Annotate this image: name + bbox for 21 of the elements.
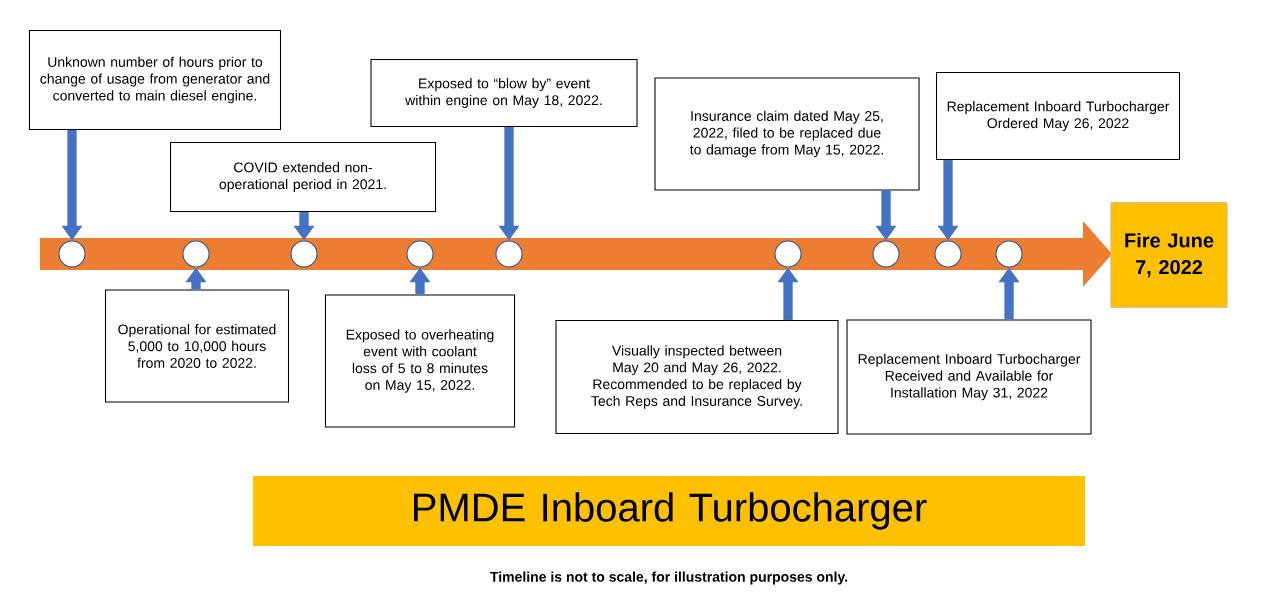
- milestone-circle: [872, 240, 900, 268]
- milestone-circle: [406, 240, 434, 268]
- event-box: Insurance claim dated May 25, 2022, filed to be replaced due to damage from May 15, 2022.: [654, 77, 920, 191]
- milestone-circle: [774, 240, 802, 268]
- milestone-circle: [290, 240, 318, 268]
- milestone-circle: [58, 240, 86, 268]
- milestone-circle: [495, 240, 523, 268]
- event-box: Exposed to overheating event with coolant loss of 5 to 8 minutes on May 15, 2022.: [324, 294, 516, 428]
- title-banner: PMDE Inboard Turbocharger: [253, 476, 1085, 546]
- event-box: Exposed to “blow by” event within engine on May 18, 2022.: [370, 58, 638, 128]
- end-event-box: Fire June 7, 2022: [1110, 202, 1228, 308]
- milestone-circle: [182, 240, 210, 268]
- event-box: Visually inspected between May 20 and May 26, 2022. Recommended to be replaced by Tech Reps and Insurance Survey.: [555, 319, 839, 435]
- event-box: COVID extended non-operational period in 2021.: [169, 141, 437, 213]
- event-box: Replacement Inboard Turbocharger Ordered May 26, 2022: [936, 71, 1181, 161]
- event-box: Unknown number of hours prior to change of usage from generator and converted to main diesel engine.: [28, 29, 282, 131]
- milestone-circle: [995, 240, 1023, 268]
- event-box: Operational for estimated 5,000 to 10,000 hours from 2020 to 2022.: [104, 289, 290, 403]
- milestone-circle: [934, 240, 962, 268]
- event-box: Replacement Inboard Turbocharger Received and Available for Installation May 31, 2022: [846, 319, 1092, 435]
- caption: Timeline is not to scale, for illustration purposes only.: [490, 571, 848, 585]
